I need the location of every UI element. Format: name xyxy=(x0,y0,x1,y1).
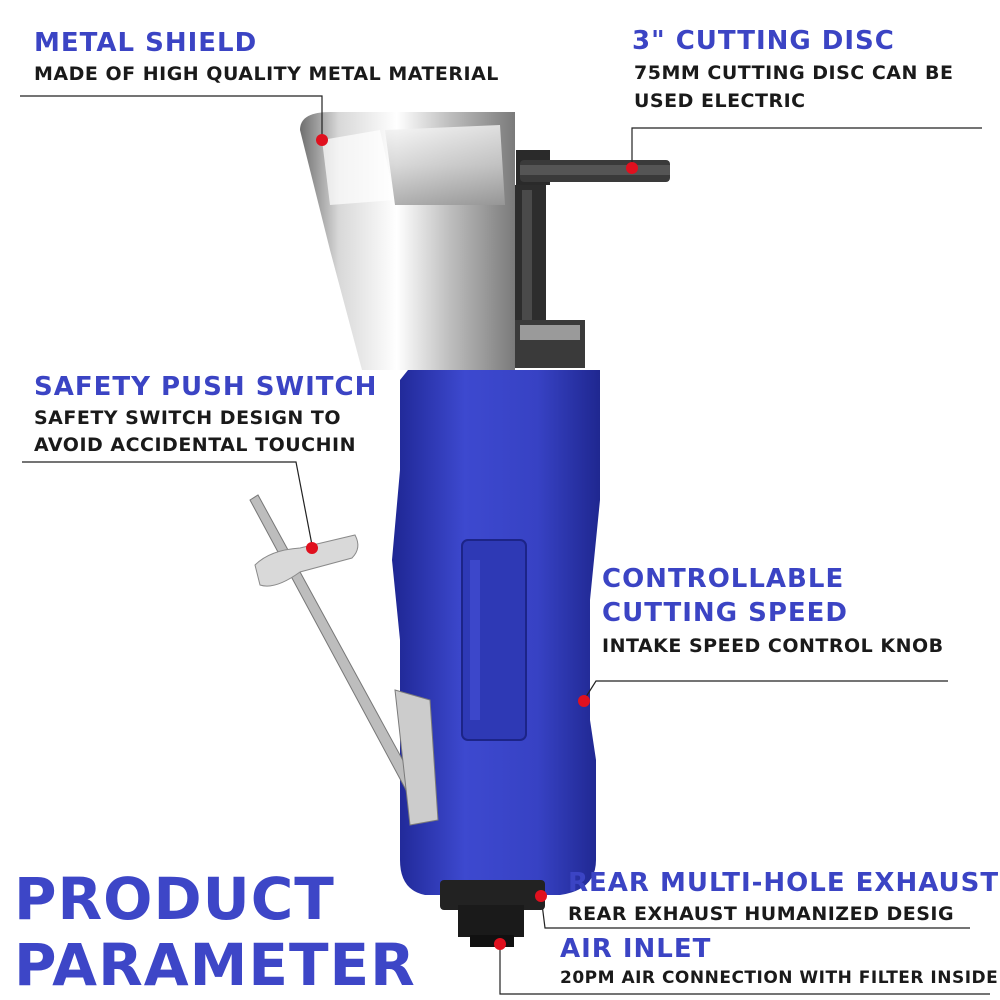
metal-shield-desc: MADE OF HIGH QUALITY METAL MATERIAL xyxy=(34,63,499,85)
metal-shield xyxy=(300,112,585,370)
cutting-disc-title: 3" CUTTING DISC xyxy=(632,26,895,56)
cutting-disc xyxy=(512,150,670,325)
safety-switch-title: SAFETY PUSH SWITCH xyxy=(34,372,378,402)
marker-dot-icons xyxy=(306,134,638,950)
air-inlet-title: AIR INLET xyxy=(560,934,712,964)
marker-dot-icon xyxy=(578,695,590,707)
banner-line1: PRODUCT xyxy=(14,865,335,933)
exhaust-title: REAR MULTI-HOLE EXHAUST xyxy=(568,868,1000,898)
safety-lever xyxy=(249,494,439,826)
marker-dot-icon xyxy=(316,134,328,146)
air-inlet-desc: 20PM AIR CONNECTION WITH FILTER INSIDE xyxy=(560,968,999,988)
safety-switch-desc-line2: AVOID ACCIDENTAL TOUCHIN xyxy=(34,434,356,456)
air-inlet-fitting xyxy=(440,880,545,947)
marker-dot-icon xyxy=(306,542,318,554)
cutting-speed-title-line2: CUTTING SPEED xyxy=(602,598,848,628)
metal-shield-title: METAL SHIELD xyxy=(34,28,258,58)
marker-dot-icon xyxy=(626,162,638,174)
leader-lines xyxy=(20,95,990,995)
cutting-disc-desc-line2: USED ELECTRIC xyxy=(634,90,806,112)
safety-switch-desc-line1: SAFETY SWITCH DESIGN TO xyxy=(34,407,342,429)
cutting-speed-title-line1: CONTROLLABLE xyxy=(602,564,845,594)
exhaust-desc: REAR EXHAUST HUMANIZED DESIG xyxy=(568,903,955,925)
marker-dot-icon xyxy=(535,890,547,902)
tool-body xyxy=(392,370,600,895)
cutting-speed-desc: INTAKE SPEED CONTROL KNOB xyxy=(602,635,944,657)
cutting-disc-desc-line1: 75MM CUTTING DISC CAN BE xyxy=(634,62,954,84)
banner-line2: PARAMETER xyxy=(14,931,416,999)
marker-dot-icon xyxy=(494,938,506,950)
